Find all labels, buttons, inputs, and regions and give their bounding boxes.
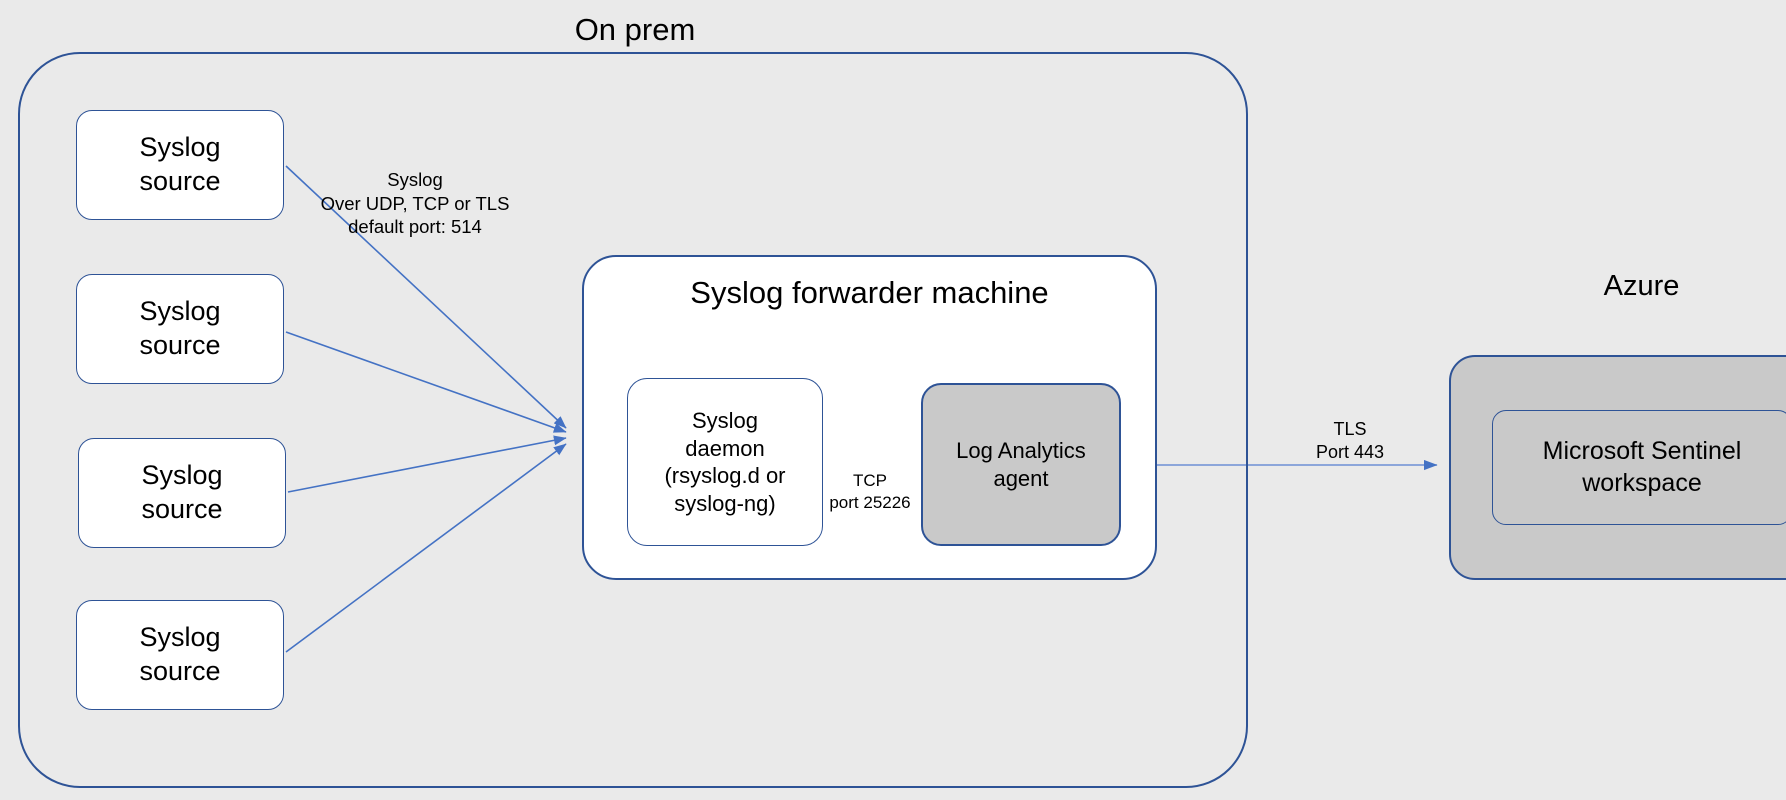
node-syslog-source-3[interactable]: Syslog source bbox=[78, 438, 286, 548]
node-microsoft-sentinel-workspace[interactable]: Microsoft Sentinel workspace bbox=[1492, 410, 1786, 525]
edge-label-tls-443: TLS Port 443 bbox=[1315, 419, 1385, 463]
node-syslog-source-1[interactable]: Syslog source bbox=[76, 110, 284, 220]
node-syslog-daemon[interactable]: Syslog daemon (rsyslog.d or syslog-ng) bbox=[627, 378, 823, 546]
group-on-prem bbox=[18, 52, 1248, 788]
group-azure-label: Azure bbox=[1603, 270, 1680, 302]
edge-label-syslog-transport: Syslog Over UDP, TCP or TLS default port… bbox=[320, 169, 510, 238]
node-log-analytics-agent[interactable]: Log Analytics agent bbox=[921, 383, 1121, 546]
edge-label-tcp-25226: TCP port 25226 bbox=[829, 471, 911, 512]
group-on-prem-label: On prem bbox=[574, 12, 696, 47]
node-syslog-source-4[interactable]: Syslog source bbox=[76, 600, 284, 710]
node-syslog-source-2[interactable]: Syslog source bbox=[76, 274, 284, 384]
forwarder-title: Syslog forwarder machine bbox=[690, 275, 1049, 310]
